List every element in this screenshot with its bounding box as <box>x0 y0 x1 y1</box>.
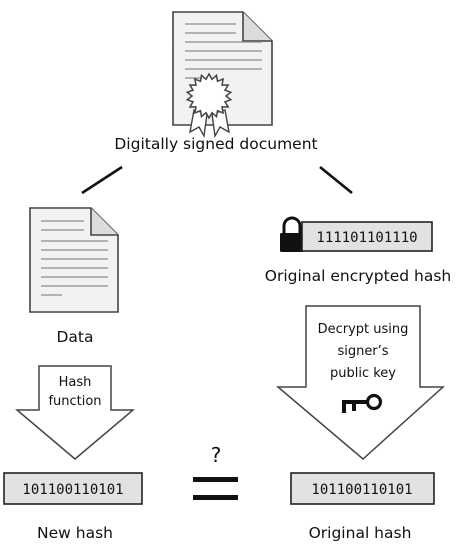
decrypt-line2: signer’s <box>337 344 388 359</box>
decrypt-arrow <box>275 305 445 460</box>
encrypted-hash-value: 111101101110 <box>316 230 417 246</box>
original-hash-box: 101100110101 <box>290 472 435 505</box>
data-document-icon <box>29 207 119 313</box>
lock-icon <box>280 216 304 252</box>
decrypt-line1: Decrypt using <box>318 322 409 337</box>
branch-line-left <box>81 165 123 195</box>
encrypted-hash-label: Original encrypted hash <box>265 267 451 285</box>
branch-line-right <box>319 165 353 195</box>
equals-icon <box>193 477 238 500</box>
hash-function-line2: function <box>48 394 101 409</box>
decrypt-line3: public key <box>330 366 396 381</box>
encrypted-hash-box: 111101101110 <box>301 221 433 252</box>
original-hash-label: Original hash <box>309 524 412 542</box>
data-label: Data <box>56 328 93 346</box>
hash-function-line1: Hash <box>59 375 92 390</box>
hash-function-arrow <box>14 365 136 460</box>
comparison-question-mark: ? <box>211 443 222 467</box>
signed-document-label: Digitally signed document <box>114 135 317 153</box>
original-hash-value: 101100110101 <box>311 482 412 498</box>
new-hash-value: 101100110101 <box>22 482 123 498</box>
new-hash-box: 101100110101 <box>3 472 143 505</box>
certificate-seal-icon <box>185 72 233 139</box>
key-icon <box>342 393 383 413</box>
new-hash-label: New hash <box>37 524 113 542</box>
